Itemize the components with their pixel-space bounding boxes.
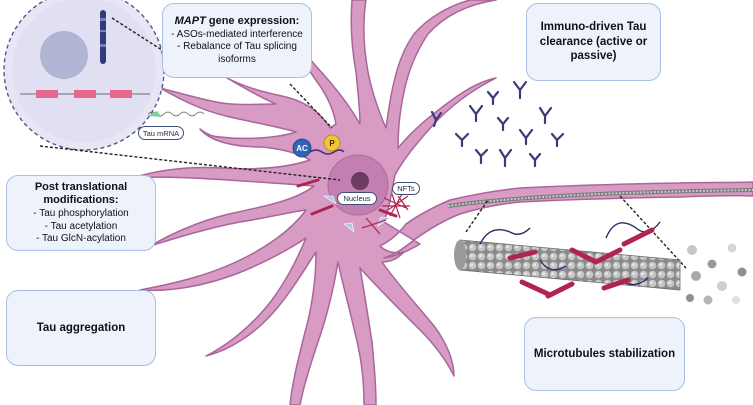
immuno-clearance-box: Immuno-driven Tau clearance (active or p… <box>526 3 661 81</box>
post-translational-box: Post translational modifications: - Tau … <box>6 175 156 251</box>
ptm-head-2: modifications: <box>43 194 119 207</box>
p-label: P <box>329 139 335 148</box>
exon-2 <box>74 90 96 98</box>
exon-3 <box>110 90 132 98</box>
tau-mrna-label: Tau mRNA <box>138 126 184 140</box>
tubulin-spheres <box>686 243 747 305</box>
chromosome <box>100 10 106 64</box>
ac-label: AC <box>296 144 308 153</box>
ptm-head-1: Post translational <box>34 180 128 193</box>
tau-aggregation-box: Tau aggregation <box>6 290 156 366</box>
microtubules-label: Microtubules stabilization <box>533 347 676 360</box>
ptm-line-2: - Tau acetylation <box>44 220 118 232</box>
nfts-label: NFTs <box>392 182 420 195</box>
mapt-line-3: isoforms <box>218 53 256 65</box>
cell-nucleus <box>40 31 88 79</box>
phospho-marker <box>323 134 341 152</box>
mapt-line-2: - Rebalance of Tau splicing <box>177 41 297 53</box>
connector-lines <box>39 17 687 269</box>
aggregation-label: Tau aggregation <box>36 321 126 334</box>
arrows <box>323 195 391 233</box>
exon-1 <box>36 90 58 98</box>
immuno-line-1: Immuno-driven Tau <box>540 21 647 34</box>
axon-microtubule <box>447 188 753 208</box>
tau-strand <box>309 149 345 155</box>
nucleolus <box>351 172 369 190</box>
immuno-line-2: clearance (active or <box>539 35 648 48</box>
mapt-gene-expression-box: MAPT gene expression: - ASOs-mediated in… <box>162 3 312 78</box>
ptm-line-1: - Tau phosphorylation <box>33 208 129 219</box>
acetyl-marker <box>292 138 312 158</box>
microtubules-stabilization-box: Microtubules stabilization <box>524 317 685 391</box>
mapt-line-1: - ASOs-mediated interference <box>171 28 303 40</box>
nft-tangle <box>361 193 410 235</box>
mapt-head-rest: gene expression: <box>205 14 300 27</box>
microtubule-detail <box>454 221 681 299</box>
cell-detail <box>3 0 205 151</box>
immuno-line-3: passive) <box>570 50 617 63</box>
nucleus-label: Nucleus <box>337 192 377 205</box>
mapt-gene-name: MAPT <box>174 14 206 27</box>
antibodies <box>430 80 565 168</box>
ptm-line-3: - Tau GlcN-acylation <box>36 233 126 244</box>
ribosome <box>147 111 162 117</box>
neuron <box>131 0 753 405</box>
tau-fragments <box>296 178 398 218</box>
